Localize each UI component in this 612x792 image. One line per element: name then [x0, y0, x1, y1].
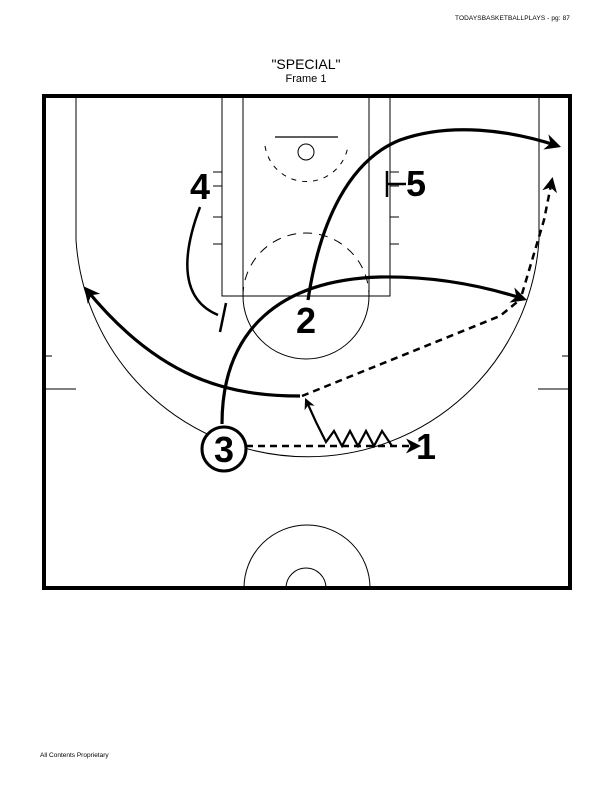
frame-label: Frame 1: [285, 73, 327, 85]
player-3-ball-circle: [200, 425, 248, 473]
pass-to-wing: [301, 297, 523, 398]
rim: [297, 143, 315, 161]
player-3: 3: [214, 429, 234, 470]
player-5: 5: [406, 163, 426, 204]
play-actions: [83, 128, 562, 454]
players: 3 1 2 4 5: [190, 163, 436, 473]
player-2: 2: [296, 300, 316, 341]
player-2-cut-path: [306, 128, 562, 301]
player-4-screen-path: [186, 206, 219, 317]
page-header: TODAYSBASKETBALLPLAYS - pg: 87: [455, 15, 570, 22]
court-boundary: [42, 94, 572, 590]
player-1: 1: [416, 426, 436, 467]
play-title: "SPECIAL": [271, 56, 341, 72]
center-circle-outer: [243, 524, 371, 589]
court-lines: [42, 94, 572, 590]
player-1-dribble: [304, 397, 393, 449]
player-4: 4: [190, 166, 210, 207]
player-4-cut-path: [83, 286, 301, 398]
free-throw-circle-bottom: [242, 295, 370, 360]
outer-lane: [221, 95, 391, 297]
three-point-line: [75, 96, 540, 458]
player-4-screen-end: [218, 302, 228, 333]
pass-to-corner: [520, 177, 558, 295]
page-footer: All Contents Proprietary: [40, 752, 109, 759]
lane-hash-marks: [213, 171, 399, 245]
free-throw-circle-top: [242, 232, 370, 297]
player-3-cut-path: [220, 275, 528, 425]
restricted-area: [264, 145, 349, 182]
inner-lane: [242, 96, 370, 296]
center-circle-inner: [285, 567, 327, 589]
